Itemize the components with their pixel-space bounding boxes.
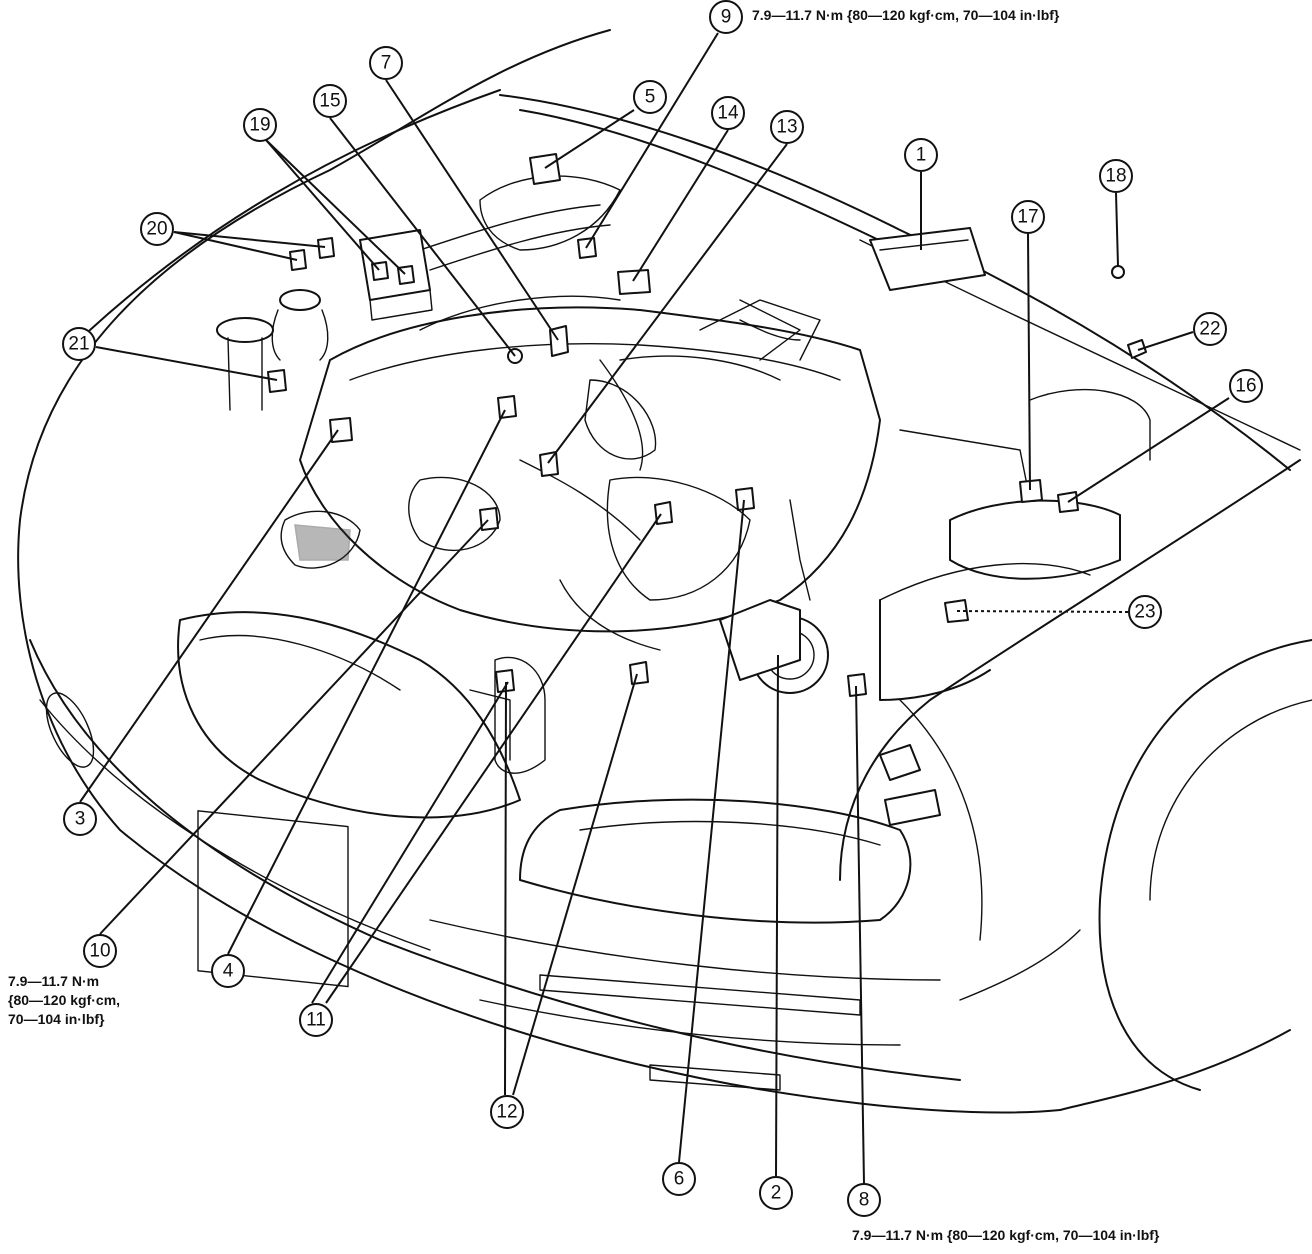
callout-23-label: 23 <box>1134 602 1155 623</box>
torque-spec-left: 7.9—11.7 N·m {80—120 kgf·cm, 70—104 in·l… <box>8 972 120 1029</box>
callout-18-label: 18 <box>1105 166 1126 187</box>
relay-20a <box>317 237 335 259</box>
sensor-18 <box>1111 265 1125 279</box>
callout-11: 11 <box>299 1003 333 1037</box>
callout-23: 23 <box>1128 595 1162 629</box>
callout-5: 5 <box>633 80 667 114</box>
callout-4: 4 <box>211 954 245 988</box>
callout-7: 7 <box>369 46 403 80</box>
callout-2: 2 <box>759 1176 793 1210</box>
callout-12: 12 <box>490 1095 524 1129</box>
callout-15-label: 15 <box>319 91 340 112</box>
callout-10: 10 <box>83 934 117 968</box>
torque-spec-left-line3: 70—104 in·lbf} <box>8 1011 105 1027</box>
callout-3: 3 <box>63 802 97 836</box>
callout-1: 1 <box>904 138 938 172</box>
callout-11-label: 11 <box>306 1010 326 1031</box>
sensor-21 <box>267 369 287 393</box>
callout-13: 13 <box>770 110 804 144</box>
callout-16: 16 <box>1229 369 1263 403</box>
sensor-12b <box>495 669 515 693</box>
callout-2-label: 2 <box>771 1183 782 1204</box>
callout-4-label: 4 <box>223 961 234 982</box>
callout-17: 17 <box>1011 200 1045 234</box>
callout-13-label: 13 <box>776 117 797 138</box>
callout-8-label: 8 <box>859 1190 870 1211</box>
sensor-6 <box>735 487 755 511</box>
callout-18: 18 <box>1099 159 1133 193</box>
callout-15: 15 <box>313 84 347 118</box>
callout-5-label: 5 <box>645 87 656 108</box>
callout-21-label: 21 <box>68 334 89 355</box>
callout-20-label: 20 <box>146 219 167 240</box>
callout-19: 19 <box>243 108 277 142</box>
callout-20: 20 <box>140 212 174 246</box>
callout-9: 9 <box>709 0 743 34</box>
control-module <box>869 227 986 291</box>
callout-12-label: 12 <box>496 1102 517 1123</box>
callout-17-label: 17 <box>1017 207 1038 228</box>
sensor-5 <box>529 153 561 185</box>
sensor-4 <box>497 395 517 419</box>
sensor-23 <box>944 599 969 623</box>
callout-6-label-a: 6 <box>674 1169 685 1190</box>
callout-1-label: 1 <box>916 145 927 166</box>
callout-22-label: 22 <box>1199 319 1220 340</box>
sensor-3 <box>329 417 353 443</box>
sensor-14 <box>617 269 651 295</box>
sensor-8 <box>847 673 867 697</box>
sensor-12a <box>629 661 649 685</box>
callout-7-label: 7 <box>381 53 392 74</box>
callout-16-label: 16 <box>1235 376 1256 397</box>
callouts: 1 2 3 4 5 6 7 8 9 10 11 12 13 14 15 16 1… <box>62 0 1263 1217</box>
callout-14-label: 14 <box>717 103 739 124</box>
callout-3-label: 3 <box>75 809 86 830</box>
sensor-13 <box>539 451 559 477</box>
callout-8: 8 <box>847 1183 881 1217</box>
torque-spec-left-line2: {80—120 kgf·cm, <box>8 992 121 1008</box>
engine-assembly <box>216 175 1151 826</box>
sensor-11 <box>654 501 673 525</box>
sensor-17 <box>1019 479 1043 503</box>
callout-9-label: 9 <box>721 7 732 28</box>
callout-22: 22 <box>1193 312 1227 346</box>
torque-spec-bottom: 7.9—11.7 N·m {80—120 kgf·cm, 70—104 in·l… <box>852 1227 1160 1243</box>
callout-21: 21 <box>62 327 96 361</box>
callout-6-upper: 6 <box>662 1162 696 1196</box>
sensor-22 <box>1127 339 1147 359</box>
callout-10-label: 10 <box>89 941 110 962</box>
torque-spec-top: 7.9—11.7 N·m {80—120 kgf·cm, 70—104 in·l… <box>752 7 1060 23</box>
relay-20b <box>289 249 307 271</box>
leader-lines <box>79 32 1230 1185</box>
callout-14: 14 <box>711 96 745 130</box>
vehicle-body-outline <box>17 29 1312 1114</box>
callout-19-label: 19 <box>249 115 270 136</box>
torque-spec-left-line1: 7.9—11.7 N·m <box>8 973 100 989</box>
